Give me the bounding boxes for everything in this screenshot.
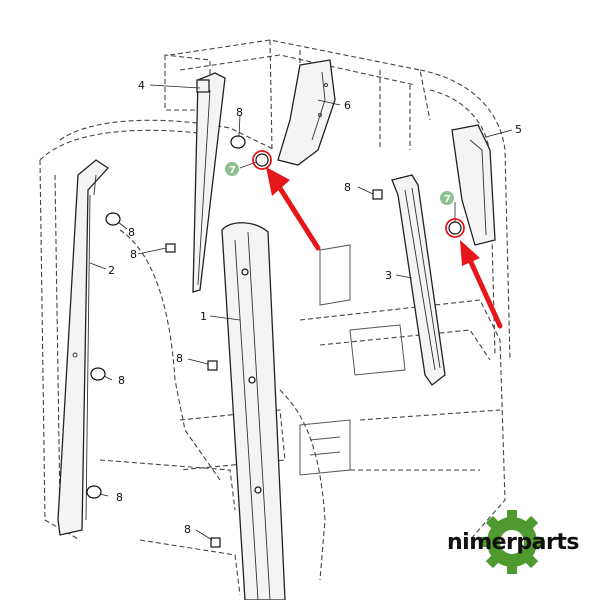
highlight-ring-left [252,150,272,170]
callout-8: 8 [344,181,351,194]
red-arrow-right [467,257,503,329]
brand-wordmark: nimerparts [447,530,579,555]
badge-7-right: 7 [444,194,451,205]
callout-7-badges: 7 7 [225,162,454,205]
part-2-left-trim-panel [57,159,109,536]
callout-3: 3 [385,269,392,282]
callout-8: 8 [176,352,183,365]
callout-5: 5 [515,123,522,136]
callout-8: 8 [118,374,125,387]
red-arrow-right-head [460,240,480,266]
red-arrow-left-head [266,167,290,196]
badge-7-left: 7 [229,165,236,176]
leader-lines [89,84,513,541]
cab-frame-outline [39,39,511,596]
callout-8: 8 [236,106,243,119]
part-3-right-trim-panel [391,174,446,386]
callout-numbers: 4 6 5 2 1 3 8 8 8 8 8 8 8 8 8 [108,79,522,536]
highlight-arrows [252,150,503,329]
callout-2: 2 [108,264,115,277]
callout-8: 8 [116,491,123,504]
part-5-right-upper-trim [451,124,496,246]
part-6-upper-curved-trim [277,59,336,166]
highlight-ring-right [445,218,465,238]
callout-4: 4 [138,79,145,92]
fasteners [86,135,462,548]
part-4-upper-pillar-trim [192,72,226,293]
callout-8: 8 [130,248,137,261]
red-arrow-left [275,182,321,251]
callout-1: 1 [200,310,207,323]
callout-8: 8 [184,523,191,536]
callout-8: 8 [128,226,135,239]
part-1-center-trim-panel [221,222,286,600]
callout-6: 6 [344,99,351,112]
